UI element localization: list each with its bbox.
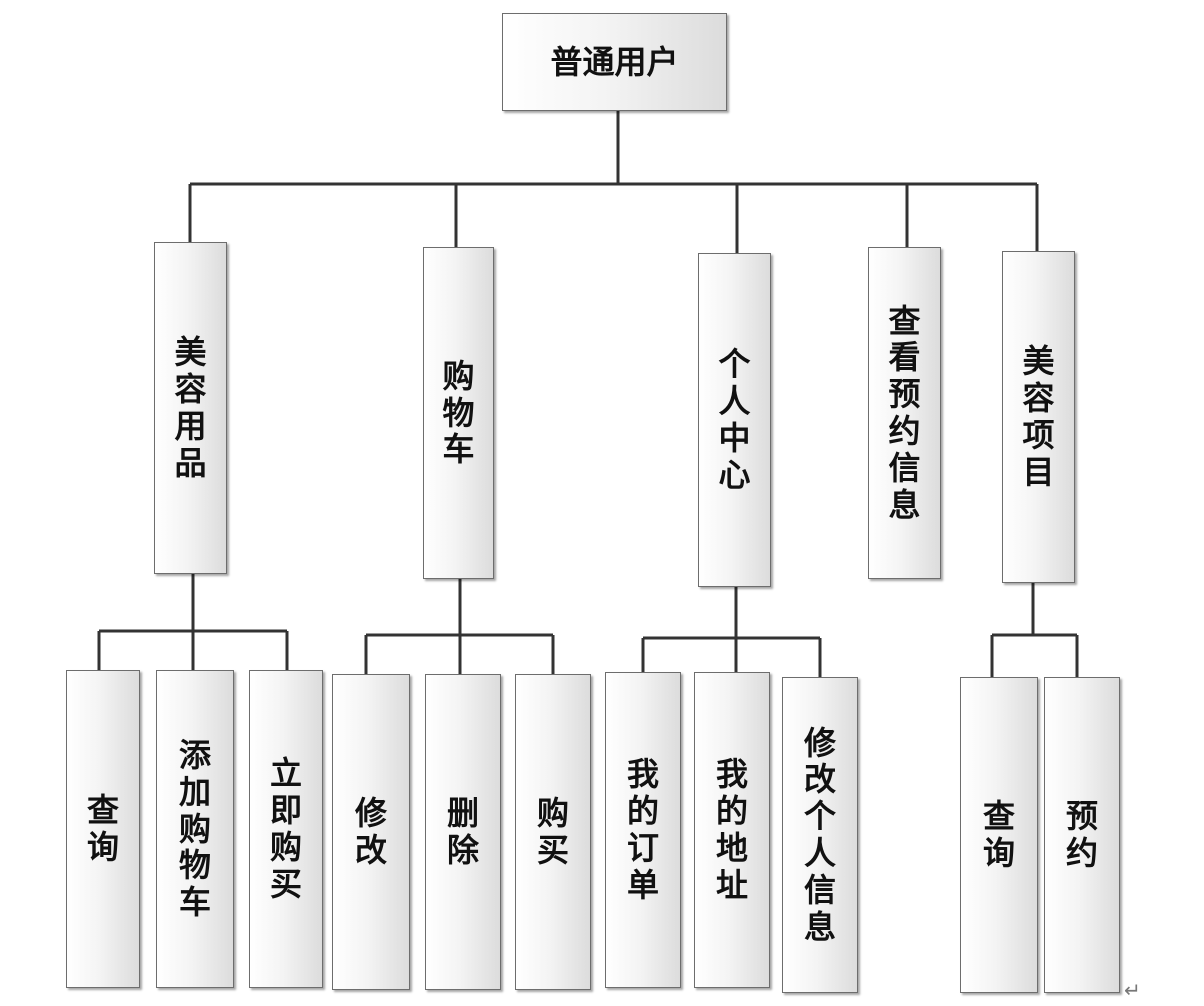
- leaf-label: 购买: [536, 794, 569, 869]
- leaf-label: 我的订单: [626, 755, 659, 904]
- leaf-services-query: 查询: [960, 677, 1038, 993]
- leaf-edit-profile: 修改个人信息: [782, 677, 858, 993]
- leaf-label: 预约: [1065, 797, 1098, 872]
- leaf-products-query: 查询: [66, 670, 140, 988]
- leaf-my-address: 我的地址: [694, 672, 770, 988]
- leaf-label: 查询: [86, 791, 119, 866]
- root-node: 普通用户: [502, 13, 727, 111]
- leaf-cart-delete: 删除: [425, 674, 501, 990]
- leaf-label: 修改: [354, 794, 387, 869]
- leaf-cart-modify: 修改: [332, 674, 410, 990]
- node-label: 个人中心: [718, 345, 751, 494]
- node-label: 美容用品: [174, 333, 207, 482]
- node-label: 查看预约信息: [888, 301, 921, 524]
- node-label: 美容项目: [1022, 342, 1055, 491]
- node-beauty-products: 美容用品: [154, 242, 227, 574]
- leaf-label: 查询: [982, 797, 1015, 872]
- root-label: 普通用户: [550, 42, 679, 81]
- node-beauty-services: 美容项目: [1002, 251, 1075, 583]
- node-personal-center: 个人中心: [698, 253, 771, 587]
- node-shopping-cart: 购物车: [423, 247, 494, 579]
- node-label: 购物车: [442, 356, 475, 469]
- leaf-label: 立即购买: [269, 754, 302, 903]
- paragraph-mark-icon: ↵: [1124, 978, 1141, 1002]
- leaf-label: 我的地址: [715, 755, 748, 904]
- leaf-label: 添加购物车: [178, 736, 211, 922]
- node-view-appointments: 查看预约信息: [868, 247, 941, 579]
- leaf-label: 删除: [446, 794, 479, 869]
- leaf-services-book: 预约: [1044, 677, 1120, 993]
- leaf-my-orders: 我的订单: [605, 672, 681, 988]
- leaf-add-to-cart: 添加购物车: [156, 670, 234, 988]
- leaf-label: 修改个人信息: [803, 723, 836, 946]
- leaf-cart-purchase: 购买: [515, 674, 591, 990]
- leaf-buy-now: 立即购买: [249, 670, 323, 988]
